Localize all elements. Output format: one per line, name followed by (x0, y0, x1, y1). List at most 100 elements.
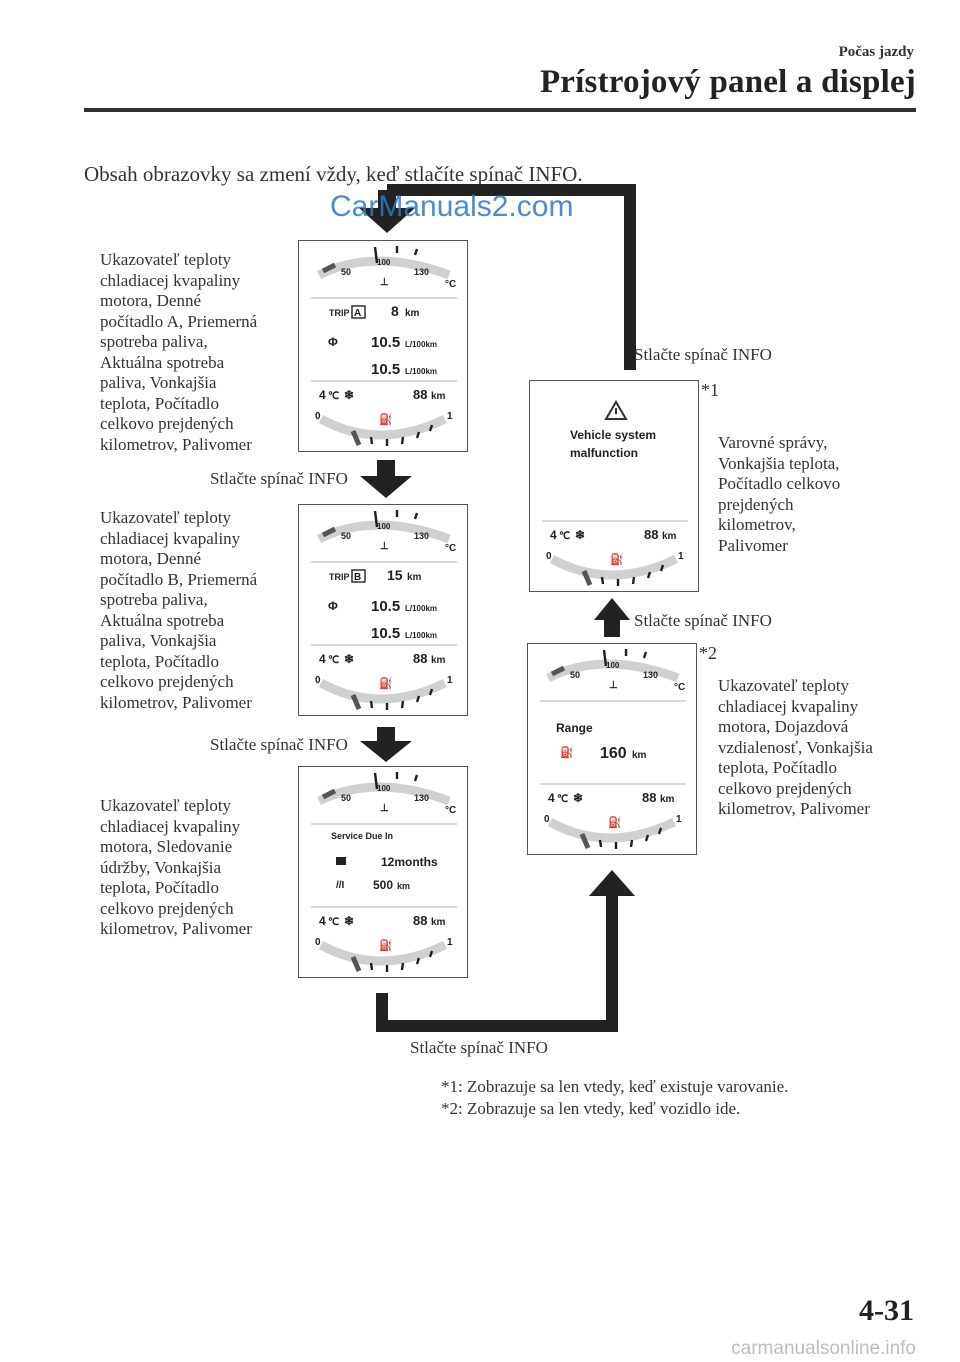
svg-text:4: 4 (548, 791, 555, 805)
svg-text:km: km (405, 308, 420, 319)
svg-text:1: 1 (447, 411, 453, 422)
svg-text:1: 1 (447, 675, 453, 686)
svg-text:88: 88 (642, 790, 656, 805)
press-info-label-5: Stlačte spínač INFO (410, 1038, 548, 1057)
svg-text:0: 0 (315, 675, 321, 686)
description-screen-2: Ukazovateľ teploty chladiacej kvapaliny … (100, 508, 258, 712)
oil-change-icon (336, 857, 346, 865)
coolant-icon: ⊥ (609, 680, 618, 691)
svg-text:500: 500 (373, 878, 393, 892)
coolant-icon: ⊥ (380, 803, 389, 814)
svg-text:℃: ℃ (557, 794, 568, 805)
description-screen-1: Ukazovateľ teploty chladiacej kvapaliny … (100, 250, 258, 454)
svg-text:TRIP: TRIP (329, 572, 350, 582)
display-screen-service: 50 100 130 °C ⊥ Service Due In 12months … (298, 766, 468, 978)
svg-text:Range: Range (556, 721, 593, 735)
svg-text:km: km (431, 655, 446, 666)
svg-text:℃: ℃ (559, 531, 570, 542)
svg-text:130: 130 (414, 531, 429, 541)
svg-text:8: 8 (391, 303, 399, 319)
svg-text:1: 1 (678, 551, 684, 562)
svg-text:km: km (660, 794, 675, 805)
svg-text:50: 50 (341, 531, 351, 541)
description-warning: Varovné správy, Vonkajšia teplota, Počít… (718, 433, 841, 555)
svg-text:°C: °C (445, 543, 456, 554)
display-screen-trip-a: 50 100 130 °C ⊥ TRIP A 8 km Φ 10.5 L/100… (298, 240, 468, 452)
arrow-down-2 (360, 727, 412, 762)
description-screen-3: Ukazovateľ teploty chladiacej kvapaliny … (100, 796, 252, 938)
fuel-pump-icon: ⛽ (560, 746, 574, 759)
arrow-up-2 (589, 870, 635, 896)
watermark-top: CarManuals2.com (330, 190, 574, 223)
svg-text:50: 50 (341, 793, 351, 803)
svg-text:°C: °C (445, 805, 456, 816)
svg-text:88: 88 (413, 651, 427, 666)
svg-text:L/100km: L/100km (405, 604, 437, 613)
arrow-down-top (359, 190, 415, 233)
display-screen-range: 50 100 130 °C ⊥ Range ⛽ 160 km 4 ℃ ❄ 88 … (527, 643, 697, 855)
svg-text:100: 100 (377, 258, 391, 267)
svg-text:0: 0 (315, 411, 321, 422)
svg-text:10.5: 10.5 (371, 334, 400, 351)
display-screen-warning: Vehicle system malfunction 4 ℃ ❄ 88 km 0… (529, 380, 699, 592)
tire-rotation-icon: //I (336, 880, 345, 891)
svg-text:°C: °C (674, 682, 685, 693)
svg-text:10.5: 10.5 (371, 625, 400, 642)
press-info-label-3: Stlačte spínač INFO (634, 345, 772, 364)
description-range: Ukazovateľ teploty chladiacej kvapaliny … (718, 676, 873, 818)
loop-connector (387, 184, 636, 370)
fuel-economy-icon: Φ (328, 335, 338, 349)
svg-text:130: 130 (643, 670, 658, 680)
svg-text:100: 100 (377, 522, 391, 531)
press-info-label-1: Stlačte spínač INFO (210, 469, 348, 488)
svg-text:℃: ℃ (328, 917, 339, 928)
svg-text:88: 88 (413, 387, 427, 402)
fuel-pump-icon: ⛽ (379, 677, 393, 690)
svg-text:50: 50 (341, 267, 351, 277)
svg-text:50: 50 (570, 670, 580, 680)
svg-text:100: 100 (606, 661, 620, 670)
section-label: Počas jazdy (838, 44, 914, 60)
svg-text:160: 160 (600, 745, 627, 762)
note-marker-1: *1 (701, 380, 719, 400)
svg-text:4: 4 (319, 914, 326, 928)
display-screen-trip-b: 50 100 130 °C ⊥ TRIP B 15 km Φ 10.5 L/10… (298, 504, 468, 716)
svg-text:4: 4 (319, 652, 326, 666)
coolant-icon: ⊥ (380, 541, 389, 552)
svg-text:1: 1 (676, 814, 682, 825)
footnote-2: *2: Zobrazuje sa len vtedy, keď vozidlo … (441, 1099, 741, 1118)
fuel-economy-icon: Φ (328, 599, 338, 613)
footnote-1: *1: Zobrazuje sa len vtedy, keď existuje… (441, 1077, 789, 1096)
svg-text:88: 88 (644, 527, 658, 542)
fuel-pump-icon: ⛽ (379, 939, 393, 952)
svg-text:km: km (431, 391, 446, 402)
svg-text:Service Due In: Service Due In (331, 831, 393, 841)
svg-text:100: 100 (377, 784, 391, 793)
svg-text:L/100km: L/100km (405, 340, 437, 349)
press-info-label-4: Stlačte spínač INFO (634, 611, 772, 630)
svg-text:130: 130 (414, 793, 429, 803)
coolant-icon: ⊥ (380, 277, 389, 288)
svg-text:℃: ℃ (328, 655, 339, 666)
svg-text:12months: 12months (381, 855, 438, 869)
fuel-pump-icon: ⛽ (379, 413, 393, 426)
page-title: Prístrojový panel a displej (539, 64, 916, 100)
svg-text:1: 1 (447, 937, 453, 948)
svg-text:km: km (662, 531, 677, 542)
svg-text:15: 15 (387, 567, 403, 583)
snowflake-icon: ❄ (344, 388, 354, 402)
svg-text:130: 130 (414, 267, 429, 277)
svg-text:L/100km: L/100km (405, 631, 437, 640)
note-marker-2: *2 (699, 643, 717, 663)
svg-text:4: 4 (550, 528, 557, 542)
page-number: 4-31 (859, 1294, 914, 1327)
svg-text:0: 0 (544, 814, 550, 825)
svg-text:10.5: 10.5 (371, 598, 400, 615)
svg-text:℃: ℃ (328, 391, 339, 402)
fuel-pump-icon: ⛽ (608, 816, 622, 829)
bottom-connector (376, 896, 618, 1032)
svg-text:km: km (431, 917, 446, 928)
svg-text:L/100km: L/100km (405, 367, 437, 376)
svg-text:km: km (632, 750, 647, 761)
